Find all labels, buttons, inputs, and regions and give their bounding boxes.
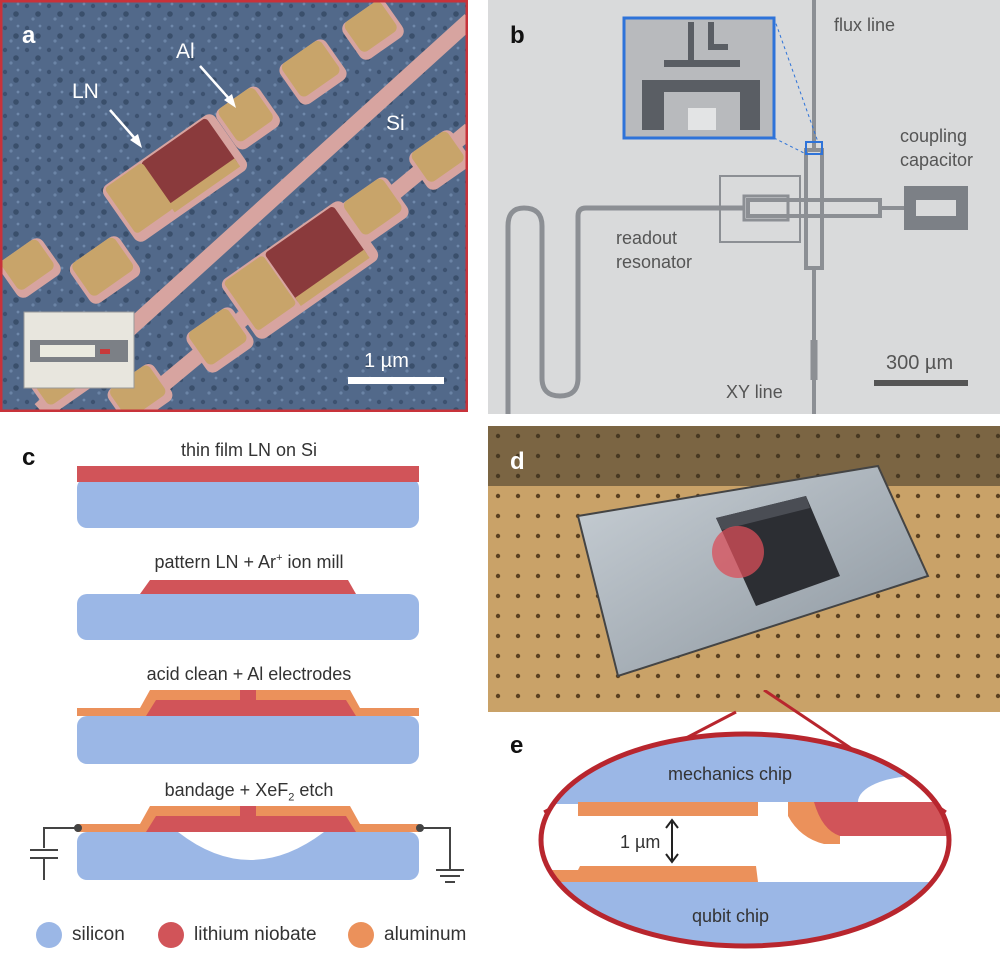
capacitor-symbol — [30, 824, 82, 880]
legend-label-aluminum: aluminum — [384, 924, 467, 945]
label-readout-1: readout — [616, 228, 678, 248]
inset-device-overview — [23, 311, 135, 389]
legend-swatch-silicon — [36, 922, 62, 948]
step-1-stack — [77, 466, 419, 528]
scalebar-label-a: 1 µm — [364, 350, 409, 372]
panel-label-e: e — [510, 732, 524, 759]
circuit-image — [488, 0, 1000, 414]
step-4-stack — [77, 806, 419, 880]
panel-label-a: a — [22, 22, 36, 49]
legend-item-silicon: silicon — [36, 920, 125, 950]
legend-swatch-aluminum — [348, 922, 374, 948]
panel-b: b flux line coupling capacitor readout r… — [488, 0, 1000, 414]
label-readout-2: resonator — [616, 252, 693, 272]
scalebar-b — [874, 380, 968, 386]
legend-swatch-lithium-niobate — [158, 922, 184, 948]
gap-arrow — [665, 818, 679, 864]
step-3-title: acid clean + Al electrodes — [146, 664, 352, 684]
inset-qubit-detail — [622, 16, 823, 155]
scalebar-a — [348, 377, 444, 384]
legend-label-lithium-niobate: lithium niobate — [194, 924, 317, 945]
legend-item-lithium-niobate: lithium niobate — [158, 920, 317, 950]
legend-label-silicon: silicon — [72, 924, 125, 945]
ground-symbol — [416, 824, 464, 883]
label-ln: LN — [72, 80, 99, 103]
sem-image — [0, 0, 476, 426]
arrow-ln — [109, 109, 139, 143]
process-diagram — [30, 466, 464, 883]
label-si: Si — [386, 112, 405, 135]
label-gap: 1 µm — [620, 832, 661, 852]
zoom-outline — [538, 731, 952, 949]
panel-label-d: d — [510, 448, 525, 475]
device-photo — [488, 426, 1000, 712]
step-2-title: pattern LN + Ar+ ion mill — [154, 552, 344, 572]
resonator-chain-lower — [107, 123, 476, 426]
scalebar-label-b: 300 µm — [886, 352, 954, 374]
flip-chip-cross-section — [538, 690, 952, 949]
legend-item-aluminum: aluminum — [348, 920, 466, 950]
label-xy-line: XY line — [726, 382, 783, 402]
step-3-stack — [77, 690, 419, 764]
panel-d: d — [488, 426, 1000, 712]
step-4-title: bandage + XeF2 etch — [164, 780, 334, 804]
arrow-al — [199, 65, 233, 103]
label-mechanics-chip: mechanics chip — [668, 764, 793, 784]
label-flux-line: flux line — [834, 15, 896, 35]
label-qubit-chip: qubit chip — [692, 906, 770, 926]
panel-label-c: c — [22, 444, 36, 471]
panel-label-b: b — [510, 22, 525, 49]
panel-a: a LN Al Si 1 µm — [0, 0, 476, 426]
label-coupling-1: coupling — [900, 126, 968, 146]
step-1-title: thin film LN on Si — [180, 440, 318, 460]
highlight-spot — [712, 526, 764, 578]
label-al: Al — [176, 40, 195, 63]
step-2-stack — [77, 580, 419, 640]
label-coupling-2: capacitor — [900, 150, 974, 170]
